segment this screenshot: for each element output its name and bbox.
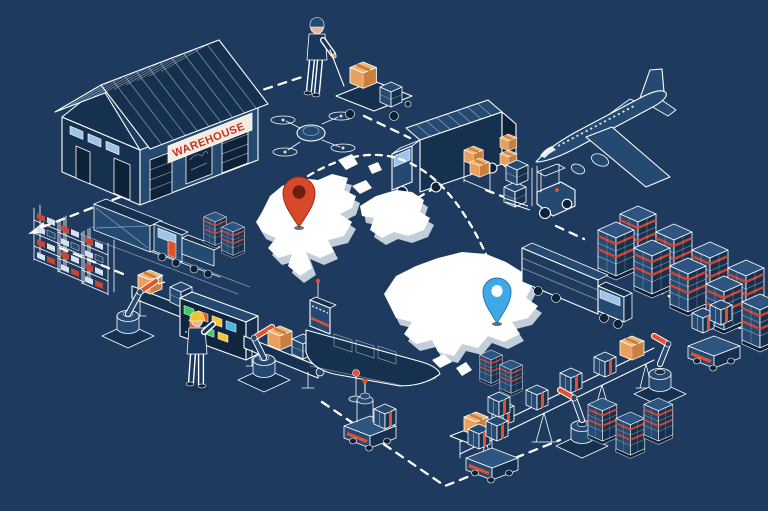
crate xyxy=(372,402,398,431)
cardboard-box xyxy=(266,324,294,352)
crate xyxy=(484,414,510,443)
continent-west xyxy=(256,174,356,276)
screen xyxy=(217,331,229,343)
pallet-stack xyxy=(479,349,504,387)
origin-pin xyxy=(282,176,316,230)
continent-north xyxy=(360,190,430,238)
delivery-drone xyxy=(270,111,356,157)
screen xyxy=(225,320,237,333)
route-segment xyxy=(38,168,192,230)
pallet-rack-small xyxy=(462,144,491,194)
route-segment xyxy=(484,188,506,199)
agv-robot xyxy=(342,378,398,453)
cardboard-box xyxy=(499,133,518,152)
robotic-arm xyxy=(101,274,166,349)
warehouse-building: WAREHOUSE xyxy=(54,39,269,206)
warehouse-window xyxy=(69,125,84,140)
conveyor-sorting-station xyxy=(101,268,325,393)
crate xyxy=(505,159,529,186)
route-arc xyxy=(306,153,494,270)
island xyxy=(352,180,372,194)
freight-train xyxy=(79,198,251,295)
warehouse-door xyxy=(75,145,91,185)
island xyxy=(432,354,452,368)
robotic-arm xyxy=(555,386,609,459)
factory-worker xyxy=(183,311,217,392)
semi-truck xyxy=(521,242,633,329)
worker-hand-truck xyxy=(303,17,413,121)
island xyxy=(368,162,382,174)
hand-truck xyxy=(329,49,413,121)
pallet-stack xyxy=(596,220,636,282)
pallet-stack xyxy=(668,256,708,318)
pallet-stack xyxy=(740,292,768,354)
route-segment xyxy=(362,114,412,140)
crate xyxy=(592,350,618,379)
route-segment xyxy=(554,224,586,241)
pallet-stack xyxy=(587,397,618,446)
warehouse-window xyxy=(87,133,102,148)
crate xyxy=(379,81,403,108)
forklift-truck xyxy=(503,159,576,220)
robotic-arm xyxy=(237,323,291,393)
hard-hat xyxy=(188,311,206,322)
crate xyxy=(708,298,734,327)
crate xyxy=(524,383,550,412)
cardboard-box xyxy=(348,60,378,90)
box-truck xyxy=(391,99,518,199)
cardboard-box xyxy=(618,334,646,362)
pallet-stack xyxy=(499,359,524,397)
warehouse-door xyxy=(113,157,131,201)
pallet-stack xyxy=(615,411,646,460)
container-ship xyxy=(305,278,441,387)
crate xyxy=(486,390,512,419)
pallet-stack xyxy=(221,221,246,259)
pallet-stack xyxy=(643,397,674,446)
robotic-arm xyxy=(633,332,687,407)
cargo-airplane xyxy=(535,68,677,188)
warehouse-window xyxy=(105,140,120,155)
destination-pin xyxy=(482,277,512,326)
pallet-stack xyxy=(632,238,672,300)
cardboard-box xyxy=(468,156,491,179)
crate xyxy=(503,181,527,208)
island xyxy=(456,362,472,376)
